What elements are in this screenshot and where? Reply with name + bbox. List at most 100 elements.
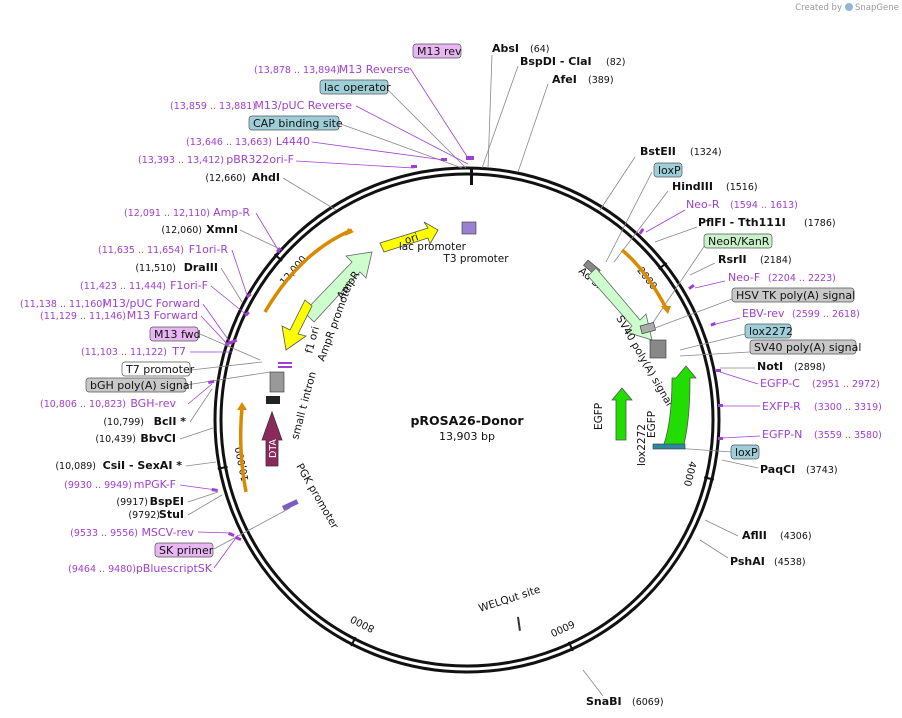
right-annotations: AbsI (64) BspDI - ClaI (82) AfeI (389) B… [492,42,882,708]
svg-text:(12,660): (12,660) [205,173,246,184]
svg-text:(3300 .. 3319): (3300 .. 3319) [814,402,882,413]
enzyme-stui: StuI [159,508,184,521]
svg-text:(2951 .. 2972): (2951 .. 2972) [812,379,880,390]
enzyme-ahdi: AhdI [252,171,280,184]
svg-text:(11,635 .. 11,654): (11,635 .. 11,654) [98,245,184,256]
svg-text:(10,439): (10,439) [95,434,136,445]
egfp-arrow-right [663,365,697,445]
tick-mark-4 [217,465,228,470]
feature-t7-promoter: T7 promoter [125,363,195,376]
dta-label: DTA [268,439,279,458]
enzyme-hindiii: HindIII [672,180,713,193]
backbone-inner-ring [219,172,715,668]
enzyme-pflfi-tth111i: PflFI - Tth111I [698,216,786,229]
svg-text:(11,510): (11,510) [135,263,176,274]
primer-pbr322ori-f: pBR322ori-F [226,153,294,166]
svg-text:(2184): (2184) [760,255,792,266]
tick-label-2: 6000 [548,617,576,638]
feature-hsv-tk-polya: HSV TK poly(A) signal [736,289,855,302]
enzyme-draiii: DraIII [184,261,218,274]
tick-mark-3 [350,636,357,647]
enzyme-absi: AbsI [492,42,519,55]
enzyme-bspei: BspEI [150,495,184,508]
feature-m13-fwd: M13 fwd [154,328,201,341]
sv40-polya-arrow [587,267,653,341]
svg-text:(10,806 .. 10,823): (10,806 .. 10,823) [40,399,126,410]
svg-text:(13,878 .. 13,894): (13,878 .. 13,894) [254,65,340,76]
small-t-intron-label: small t intron [289,370,319,440]
feature-cap-binding-site: CAP binding site [253,117,343,130]
feature-loxp-1: loxP [658,164,681,177]
enzyme-bcli: BclI * [154,415,187,428]
svg-text:(10,089): (10,089) [55,461,96,472]
svg-text:(2599 .. 2618): (2599 .. 2618) [792,309,860,320]
plasmid-name: pROSA26-Donor [410,413,524,428]
primer-m13-puc-reverse: M13/pUC Reverse [254,99,352,112]
feature-lac-operator: lac operator [324,81,391,94]
tick-mark-1 [703,476,715,481]
enzyme-snabi: SnaBI [586,695,622,708]
primer-f1ori-r: F1ori-R [189,243,229,256]
enzyme-rsrii: RsrII [718,253,747,266]
watermark-brand: SnapGene [855,3,899,13]
svg-text:(2204 .. 2223): (2204 .. 2223) [768,273,836,284]
enzyme-bspdi-clai: BspDI - ClaI [520,55,592,68]
egfp-label-a: EGFP [593,403,605,430]
orange-arc-left-top [263,228,353,313]
ori-arrow [379,221,439,253]
svg-text:(9792): (9792) [128,510,160,521]
svg-text:(82): (82) [606,57,626,68]
primer-m13-reverse: M13 Reverse [339,63,410,76]
svg-text:(9533 .. 9556): (9533 .. 9556) [70,528,138,539]
svg-text:(11,138 .. 11,160): (11,138 .. 11,160) [20,299,106,310]
dta-arrow [261,410,283,467]
primer-mpgk-f: mPGK-F [134,478,176,491]
enzyme-afei: AfeI [552,73,577,86]
orange-arc-right [620,248,668,309]
feature-m13-rev: M13 rev [417,45,462,58]
primer-exfp-r: EXFP-R [762,400,801,413]
leader-lines [179,54,761,697]
plasmid-size: 13,903 bp [439,430,495,443]
enzyme-pshai: PshAI [730,555,765,568]
svg-text:(1594 .. 1613): (1594 .. 1613) [730,200,798,211]
primer-m13-puc-forward: M13/pUC Forward [102,297,200,310]
svg-text:(1516): (1516) [726,182,758,193]
enzyme-csii-sexai: CsiI - SexAI * [103,459,183,472]
primer-egfp-n: EGFP-N [762,428,802,441]
svg-text:(1786): (1786) [804,218,836,229]
feature-bgh-polya: bGH poly(A) signal [90,379,193,392]
primer-pbluescriptsk: pBluescriptSK [136,562,213,575]
svg-text:(13,393 .. 13,412): (13,393 .. 13,412) [138,155,224,166]
svg-text:(11,129 .. 11,146): (11,129 .. 11,146) [40,311,126,322]
svg-text:(3743): (3743) [806,465,838,476]
svg-text:(12,091 .. 12,110): (12,091 .. 12,110) [124,208,210,219]
primer-neo-r: Neo-R [686,198,720,211]
primer-amp-r: Amp-R [213,206,250,219]
snapgene-logo-icon [845,3,853,11]
svg-text:(2898): (2898) [794,362,826,373]
tick-label-3: 8000 [349,613,377,634]
orange-arc-left [238,407,248,493]
primer-m13-forward: M13 Forward [127,309,198,322]
t3-promoter-label: T3 promoter [442,253,509,265]
svg-text:(11,423 .. 11,444): (11,423 .. 11,444) [80,281,166,292]
svg-text:(9917): (9917) [116,497,148,508]
lac-promoter-label: lac promoter [399,241,467,253]
feature-neor-kanr: NeoR/KanR [708,235,770,248]
svg-text:(3559 .. 3580): (3559 .. 3580) [814,430,882,441]
svg-text:(11,103 .. 11,122): (11,103 .. 11,122) [81,347,167,358]
svg-text:(13,646 .. 13,663): (13,646 .. 13,663) [186,137,272,148]
tick-mark-0 [658,262,668,270]
feature-lox2272: lox2272 [749,325,793,338]
svg-text:(6069): (6069) [632,697,664,708]
ampr-promoter-arrow [281,299,313,351]
tick-label-1: 4000 [681,460,698,487]
primer-f1ori-f: F1ori-F [170,279,208,292]
feature-loxp-2: loxP [735,446,758,459]
ori-label: ori [403,231,420,247]
svg-text:(13,859 .. 13,881): (13,859 .. 13,881) [170,101,256,112]
svg-text:(1324): (1324) [690,147,722,158]
svg-text:(9930 .. 9949): (9930 .. 9949) [64,480,132,491]
welqut-label: WELQut site [477,584,542,615]
